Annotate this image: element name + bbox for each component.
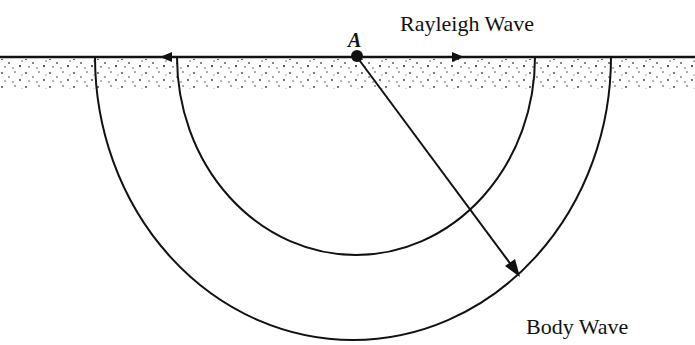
arrowhead (160, 52, 172, 62)
source-point (351, 50, 363, 62)
arrowhead (505, 259, 520, 277)
soil-band (0, 59, 695, 67)
wave-label: Body Wave (526, 316, 628, 338)
ray-arrow (357, 57, 512, 266)
soil-band (0, 59, 695, 89)
outer-wavefront (95, 57, 611, 340)
ground-surface (0, 56, 695, 59)
point-label: A (348, 30, 361, 50)
arrowhead (452, 52, 464, 62)
wave-label: Rayleigh Wave (400, 13, 534, 35)
